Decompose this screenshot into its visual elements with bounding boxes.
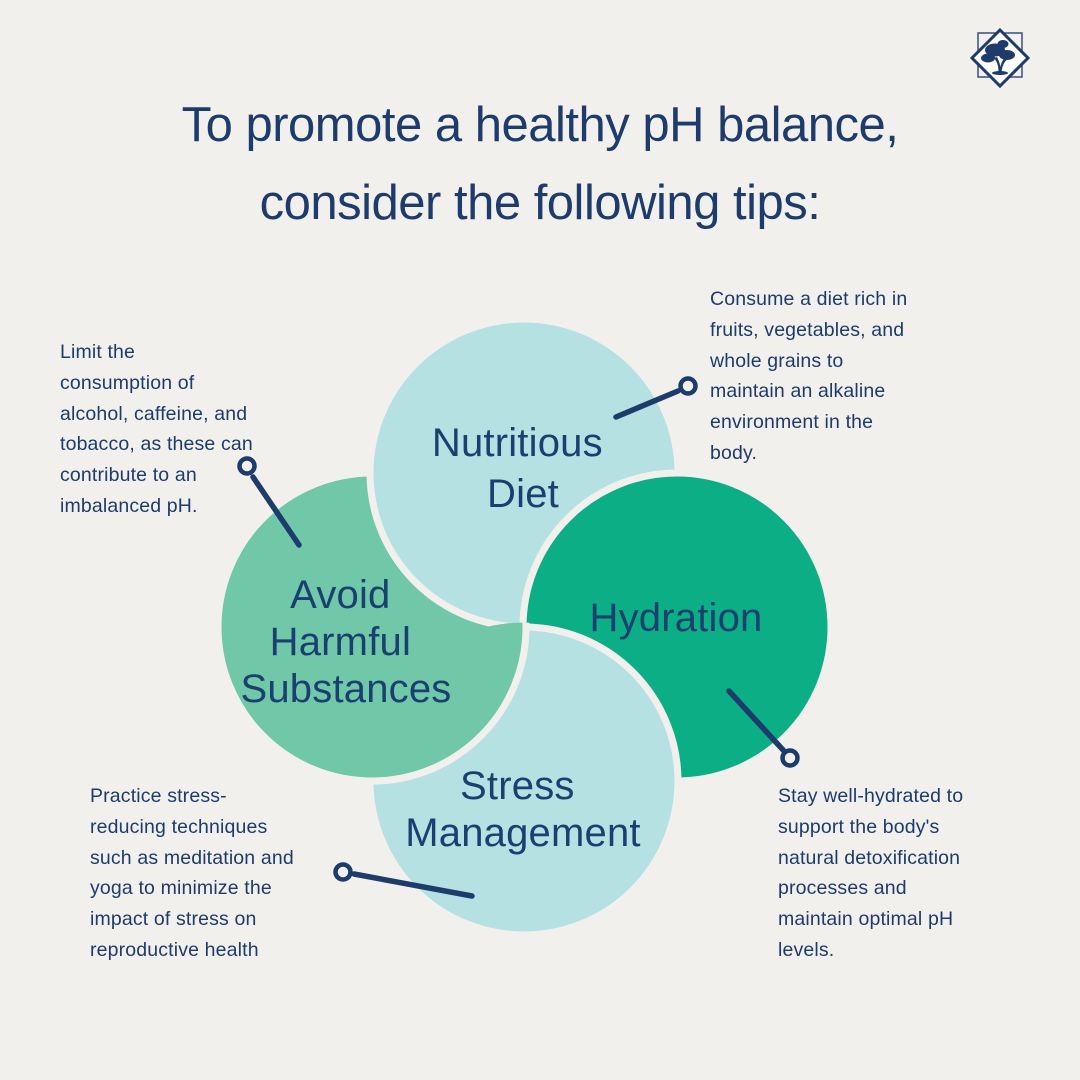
connector-diet (613, 376, 698, 420)
note-stress-management: Practice stress- reducing techniques suc… (90, 785, 294, 961)
note-hydration: Stay well-hydrated to support the body's… (778, 785, 964, 961)
connector-stress-ring (333, 862, 353, 882)
label-avoid-harmful-substances: Avoid Harmful Substances (240, 573, 451, 711)
page-title-line1: To promote a healthy pH balance, (181, 98, 899, 152)
brand-logo (969, 27, 1031, 89)
logo-diamond (969, 27, 1031, 89)
connector-diet-ring (678, 376, 698, 396)
tree-icon (981, 40, 1015, 75)
label-nutritious-diet: Nutritious Diet (432, 421, 614, 516)
label-stress-management: Stress Management (405, 764, 640, 855)
connector-hydration-line (726, 688, 787, 754)
connector-hydration (726, 688, 800, 768)
connector-hydration-ring (780, 748, 800, 768)
connector-stress (333, 862, 475, 899)
note-nutritious-diet: Consume a diet rich in fruits, vegetable… (710, 288, 908, 464)
connector-stress-line (351, 871, 475, 899)
tree-diamond-icon (969, 27, 1031, 89)
connector-avoid (237, 456, 302, 548)
connector-avoid-ring (237, 456, 257, 476)
venn-circles (214, 315, 835, 939)
connector-diet-line (613, 388, 681, 420)
connector-avoid-line (250, 474, 302, 548)
note-avoid-harmful-substances: Limit the consumption of alcohol, caffei… (60, 341, 253, 517)
page-title: To promote a healthy pH balance, conside… (0, 86, 1080, 242)
page-title-line2: consider the following tips: (259, 176, 821, 230)
label-hydration: Hydration (590, 596, 763, 640)
